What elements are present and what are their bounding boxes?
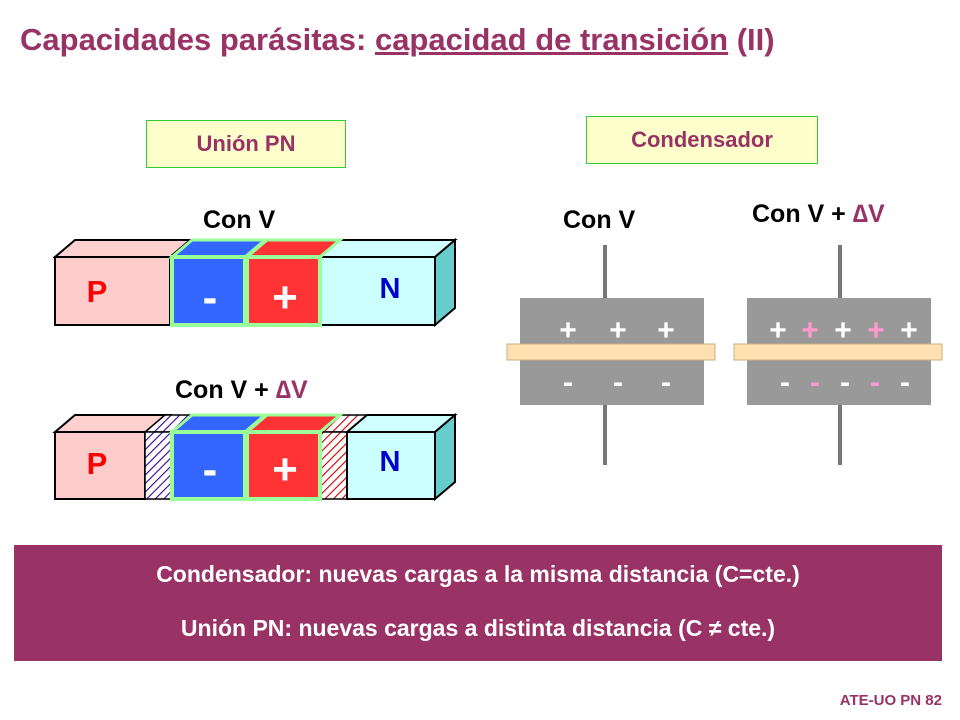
- depletion-plus: [245, 255, 322, 327]
- delta-v: ∆V: [275, 376, 308, 404]
- minus-sign: -: [203, 445, 218, 494]
- title-part3: (II): [728, 22, 775, 57]
- dielectric: [506, 343, 716, 361]
- n-region: [319, 256, 436, 326]
- junction-top: P N - +: [52, 237, 458, 328]
- n-side-face: [434, 237, 456, 328]
- delta-v: ∆V: [852, 200, 885, 228]
- n-label: N: [380, 273, 401, 305]
- plus-charge: +: [900, 314, 918, 347]
- n-region: [346, 431, 436, 500]
- plus-sign: +: [272, 273, 298, 322]
- n-side-face: [434, 412, 456, 502]
- minus-charge: -: [563, 366, 573, 399]
- n-label: N: [380, 446, 401, 478]
- plus-sign: +: [272, 445, 298, 494]
- plus-charge: +: [609, 314, 627, 347]
- minus-charge: -: [661, 366, 671, 399]
- summary-line-2: Unión PN: nuevas cargas a distinta dista…: [180, 615, 776, 641]
- label-con-v-capacitor: Con V: [563, 206, 636, 234]
- p-region: [54, 431, 146, 500]
- minus-charge: -: [613, 366, 623, 399]
- p-region: [54, 256, 171, 326]
- tag-condensador: Condensador: [586, 116, 818, 164]
- label-con-v-junction: Con V: [203, 206, 276, 234]
- new-plus-charge: +: [867, 314, 885, 347]
- plus-charge: +: [657, 314, 675, 347]
- n-top-face: [317, 239, 458, 258]
- depletion-plus: [245, 430, 322, 501]
- minus-charge: -: [900, 366, 910, 399]
- footer-slide-id: ATE-UO PN 82: [839, 692, 942, 709]
- new-plus-region: [319, 431, 348, 500]
- label-con-v-prefix: Con V +: [752, 200, 853, 228]
- label-con-v-dv-junction: Con V + ∆V: [175, 376, 308, 405]
- depletion-minus: [170, 255, 247, 327]
- p-label: P: [87, 446, 108, 481]
- title-part1: Capacidades parásitas:: [20, 22, 375, 57]
- new-minus-charge: -: [870, 366, 880, 399]
- minus-charge: -: [780, 366, 790, 399]
- page-title: Capacidades parásitas: capacidad de tran…: [20, 22, 775, 58]
- dielectric: [733, 343, 943, 361]
- summary-line-1: Condensador: nuevas cargas a la misma di…: [156, 561, 800, 587]
- minus-charge: -: [840, 366, 850, 399]
- minus-sign: -: [203, 273, 218, 322]
- new-minus-region: [144, 431, 173, 500]
- new-minus-charge: -: [810, 366, 820, 399]
- summary-box: Condensador: nuevas cargas a la misma di…: [14, 545, 942, 661]
- junction-bottom: P N - +: [52, 412, 458, 502]
- capacitor-con-v: + + + - - -: [506, 245, 716, 465]
- capacitor-con-v-dv: + + + + + - - - - -: [733, 245, 943, 465]
- p-top-face: [52, 239, 193, 258]
- p-label: P: [87, 274, 108, 309]
- plus-charge: +: [769, 314, 787, 347]
- title-part2: capacidad de transición: [374, 22, 729, 57]
- plus-charge: +: [834, 314, 852, 347]
- plus-charge: +: [559, 314, 577, 347]
- tag-union-pn: Unión PN: [146, 120, 346, 168]
- label-con-v-prefix: Con V +: [175, 376, 276, 404]
- label-con-v-dv-capacitor: Con V + ∆V: [752, 200, 885, 229]
- new-plus-charge: +: [801, 314, 819, 347]
